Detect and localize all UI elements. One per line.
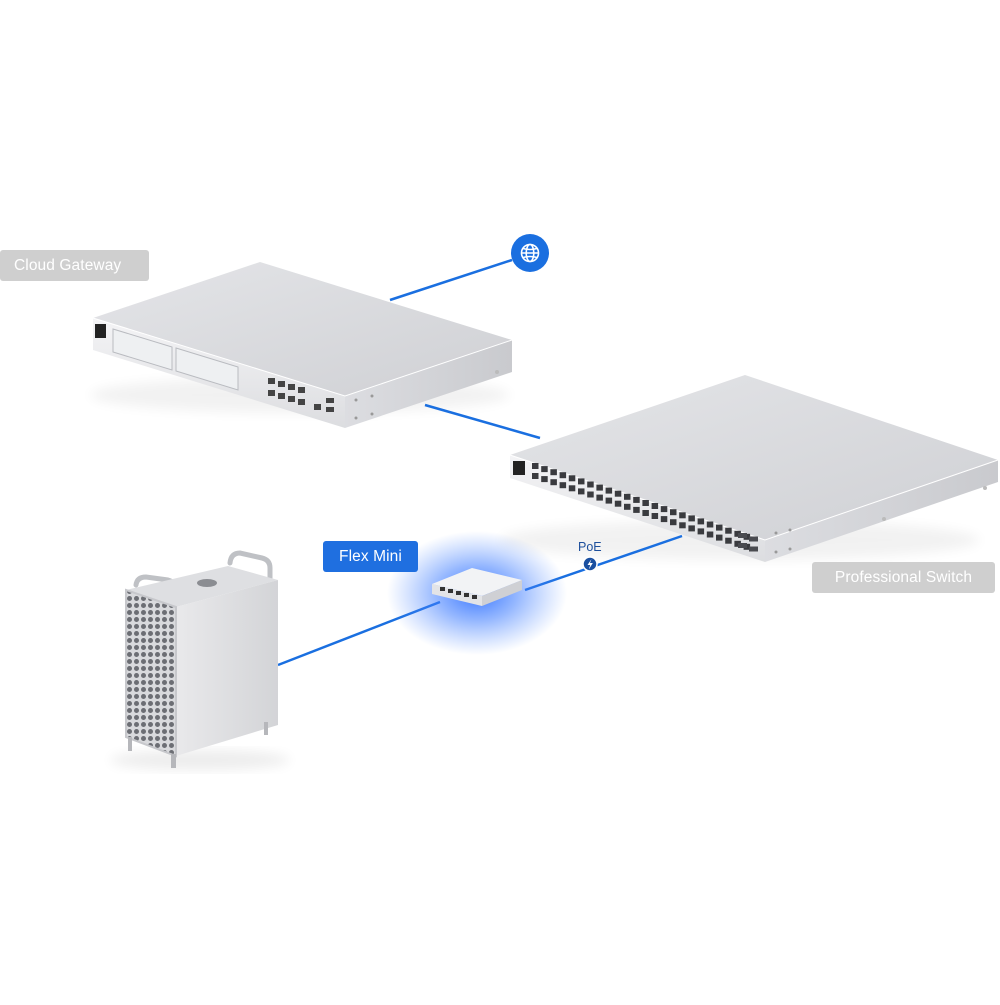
flex-mini-device bbox=[432, 568, 522, 606]
cloud-gateway-label: Cloud Gateway bbox=[0, 250, 149, 281]
sfp-port bbox=[749, 546, 758, 552]
switch-port bbox=[614, 500, 622, 507]
switch-port bbox=[559, 482, 567, 489]
switch-port bbox=[706, 521, 714, 528]
gateway-to-switch-link bbox=[424, 403, 541, 440]
globe-icon bbox=[520, 243, 540, 263]
lightning-icon bbox=[587, 559, 593, 570]
switch-port bbox=[670, 519, 677, 526]
drive-bay bbox=[112, 328, 173, 371]
switch-port bbox=[624, 503, 631, 510]
switch-port bbox=[596, 484, 603, 491]
switch-port bbox=[706, 531, 714, 538]
switch-port bbox=[660, 516, 668, 523]
drive-bay bbox=[175, 347, 239, 391]
switch-port bbox=[578, 478, 585, 485]
flexmini-ports bbox=[440, 587, 477, 599]
switch-port bbox=[578, 488, 585, 495]
poe-label: PoE bbox=[578, 540, 602, 554]
switch-port bbox=[725, 527, 732, 534]
power-switch bbox=[513, 461, 525, 475]
switch-port bbox=[642, 510, 649, 516]
switch-port bbox=[734, 530, 741, 537]
switch-port bbox=[568, 485, 576, 492]
sfp-port bbox=[738, 543, 747, 548]
switch-port bbox=[688, 525, 695, 532]
switch-port bbox=[559, 472, 567, 479]
switch-port bbox=[670, 509, 677, 516]
gateway-ports bbox=[268, 378, 334, 412]
sfp-port bbox=[749, 536, 758, 542]
poe-marker bbox=[582, 556, 598, 572]
switch-port bbox=[541, 466, 548, 473]
cloud-gateway-device bbox=[92, 262, 513, 428]
flex-mini-label: Flex Mini bbox=[323, 541, 418, 572]
switch-port bbox=[679, 512, 686, 519]
switch-port bbox=[605, 487, 613, 494]
mac-pro-computer bbox=[125, 550, 278, 768]
switch-port bbox=[587, 481, 594, 488]
switch-port bbox=[596, 494, 603, 501]
internet-link bbox=[389, 258, 513, 302]
switch-port bbox=[688, 515, 695, 522]
switch-ports bbox=[532, 463, 758, 552]
switch-port bbox=[633, 506, 640, 513]
macpro-shadow bbox=[110, 750, 290, 770]
switch-port bbox=[550, 469, 557, 476]
switch-port bbox=[532, 473, 539, 479]
switch-port bbox=[633, 496, 640, 503]
switch-port bbox=[642, 500, 649, 506]
switch-port bbox=[697, 528, 705, 535]
switch-port bbox=[605, 497, 613, 504]
switch-port bbox=[679, 522, 686, 529]
professional-switch-label: Professional Switch bbox=[812, 562, 995, 593]
switch-port bbox=[624, 493, 631, 500]
power-switch bbox=[95, 324, 106, 338]
switch-port bbox=[651, 503, 659, 509]
switch-port bbox=[568, 475, 576, 482]
switch-port bbox=[651, 513, 659, 519]
switch-port bbox=[716, 524, 723, 531]
switch-port bbox=[716, 534, 723, 541]
switch-port bbox=[725, 537, 732, 544]
internet-node bbox=[511, 234, 549, 272]
switch-port bbox=[541, 476, 548, 483]
switch-port bbox=[587, 491, 594, 498]
switch-port bbox=[660, 506, 668, 513]
switch-port bbox=[734, 540, 741, 547]
switch-port bbox=[614, 490, 622, 497]
switch-port bbox=[532, 463, 539, 469]
switch-port bbox=[697, 518, 705, 525]
professional-switch-device bbox=[509, 375, 999, 562]
sfp-port bbox=[738, 533, 747, 538]
switch-port bbox=[550, 479, 557, 486]
